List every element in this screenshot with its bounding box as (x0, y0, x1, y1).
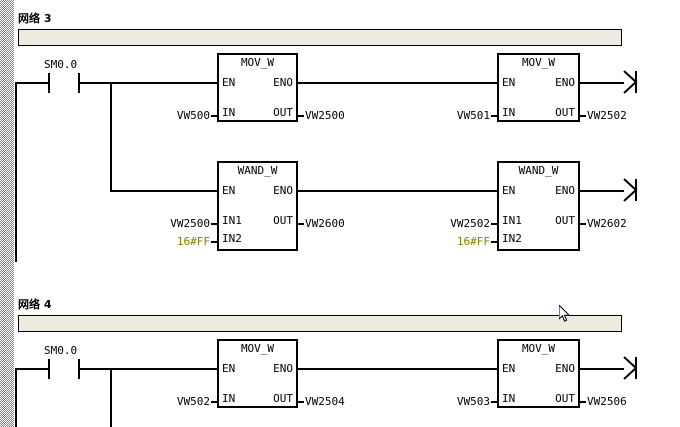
operand-mov-w-2-out[interactable]: VW2502 (587, 109, 627, 122)
rung-wire-contact-to-branch-n4 (78, 368, 218, 370)
branch-drop-line-n3 (110, 82, 112, 192)
block-mov-w-2-pin-eno: ENO (555, 76, 575, 89)
block-mov-w-1-pin-en: EN (222, 76, 236, 89)
wire-mov4-eno-to-continuation (579, 368, 624, 370)
block-mov-w-1[interactable]: MOV_W EN ENO IN OUT (217, 53, 298, 122)
operand-mov-w-1-out[interactable]: VW2500 (305, 109, 345, 122)
nub-wand-w-1-in2 (211, 241, 217, 243)
rung-wire-rail-to-contact-n3 (15, 82, 49, 84)
block-mov-w-4-pin-en: EN (502, 362, 516, 375)
continuation-arrow-icon-n3-row1 (623, 70, 638, 94)
network-3-comment-bar[interactable] (18, 29, 622, 46)
contact-left-bar-n4[interactable] (48, 359, 50, 379)
wire-wand1-eno-to-wand2-en (297, 190, 498, 192)
nub-mov-w-4-in (491, 401, 497, 403)
operand-wand-w-1-out[interactable]: VW2600 (305, 217, 345, 230)
wire-wand2-eno-to-continuation (579, 190, 624, 192)
block-wand-w-1-title: WAND_W (237, 164, 278, 177)
block-mov-w-2-title: MOV_W (521, 56, 556, 69)
wire-mov1-eno-to-mov2-en (297, 82, 498, 84)
continuation-arrow-icon-n4-row1 (623, 356, 638, 380)
branch-drop-line-n4 (110, 368, 112, 427)
rung-wire-contact-to-branch-n3 (78, 82, 218, 84)
nub-wand-w-2-in2 (491, 241, 497, 243)
block-mov-w-3[interactable]: MOV_W EN ENO IN OUT (217, 339, 298, 408)
block-wand-w-1-pin-in1: IN1 (222, 214, 242, 227)
operand-wand-w-2-in1[interactable]: VW2502 (450, 217, 490, 230)
nub-wand-w-2-in1 (491, 223, 497, 225)
contact-label-sm00-n3: SM0.0 (44, 58, 78, 71)
block-wand-w-1-pin-out: OUT (273, 214, 293, 227)
block-wand-w-1-pin-en: EN (222, 184, 236, 197)
branch-wire-to-wand-n3 (110, 190, 218, 192)
operand-wand-w-2-in2[interactable]: 16#FF (456, 235, 490, 248)
block-mov-w-1-pin-in: IN (222, 106, 236, 119)
block-wand-w-2-pin-eno: ENO (555, 184, 575, 197)
operand-wand-w-1-in2[interactable]: 16#FF (176, 235, 210, 248)
operand-mov-w-3-in[interactable]: VW502 (176, 395, 210, 408)
network-4-comment-bar[interactable] (18, 315, 622, 332)
block-mov-w-3-title: MOV_W (240, 342, 275, 355)
block-mov-w-3-pin-out: OUT (273, 392, 293, 405)
block-wand-w-1[interactable]: WAND_W EN ENO IN1 OUT IN2 (217, 161, 298, 251)
block-wand-w-2[interactable]: WAND_W EN ENO IN1 OUT IN2 (497, 161, 580, 251)
block-wand-w-1-pin-in2: IN2 (222, 232, 242, 245)
nub-wand-w-1-out (298, 223, 304, 225)
network-3-power-rail (15, 82, 17, 262)
block-mov-w-4[interactable]: MOV_W EN ENO IN OUT (497, 339, 580, 408)
operand-mov-w-3-out[interactable]: VW2504 (305, 395, 345, 408)
editor-gutter (0, 0, 14, 427)
block-wand-w-2-title: WAND_W (518, 164, 559, 177)
network-3-label: 网络 3 (18, 12, 52, 25)
block-mov-w-3-pin-in: IN (222, 392, 236, 405)
block-mov-w-2[interactable]: MOV_W EN ENO IN OUT (497, 53, 580, 122)
nub-mov-w-3-in (211, 401, 217, 403)
block-wand-w-2-pin-in2: IN2 (502, 232, 522, 245)
continuation-arrow-icon-n3-row2 (623, 178, 638, 202)
block-mov-w-4-title: MOV_W (521, 342, 556, 355)
network-4-label: 网络 4 (18, 298, 52, 311)
nub-mov-w-1-in (211, 115, 217, 117)
contact-label-sm00-n4: SM0.0 (44, 344, 78, 357)
operand-mov-w-4-out[interactable]: VW2506 (587, 395, 627, 408)
block-mov-w-4-pin-out: OUT (555, 392, 575, 405)
block-mov-w-2-pin-in: IN (502, 106, 516, 119)
operand-wand-w-1-in1[interactable]: VW2500 (170, 217, 210, 230)
block-wand-w-2-pin-en: EN (502, 184, 516, 197)
wire-mov2-eno-to-continuation (579, 82, 624, 84)
operand-mov-w-1-in[interactable]: VW500 (176, 109, 210, 122)
block-mov-w-3-pin-eno: ENO (273, 362, 293, 375)
operand-mov-w-4-in[interactable]: VW503 (456, 395, 490, 408)
rung-wire-rail-to-contact-n4 (15, 368, 49, 370)
contact-left-bar-n3[interactable] (48, 73, 50, 93)
block-wand-w-2-pin-in1: IN1 (502, 214, 522, 227)
block-wand-w-2-pin-out: OUT (555, 214, 575, 227)
block-mov-w-4-pin-in: IN (502, 392, 516, 405)
wire-mov3-eno-to-mov4-en (297, 368, 498, 370)
block-mov-w-1-pin-eno: ENO (273, 76, 293, 89)
nub-mov-w-4-out (580, 401, 586, 403)
operand-mov-w-2-in[interactable]: VW501 (456, 109, 490, 122)
block-mov-w-1-pin-out: OUT (273, 106, 293, 119)
nub-wand-w-1-in1 (211, 223, 217, 225)
nub-mov-w-2-in (491, 115, 497, 117)
nub-mov-w-2-out (580, 115, 586, 117)
block-mov-w-1-title: MOV_W (240, 56, 275, 69)
operand-wand-w-2-out[interactable]: VW2602 (587, 217, 627, 230)
block-mov-w-2-pin-out: OUT (555, 106, 575, 119)
nub-wand-w-2-out (580, 223, 586, 225)
nub-mov-w-1-out (298, 115, 304, 117)
block-mov-w-4-pin-eno: ENO (555, 362, 575, 375)
block-wand-w-1-pin-eno: ENO (273, 184, 293, 197)
nub-mov-w-3-out (298, 401, 304, 403)
block-mov-w-2-pin-en: EN (502, 76, 516, 89)
block-mov-w-3-pin-en: EN (222, 362, 236, 375)
network-4-power-rail (15, 368, 17, 427)
